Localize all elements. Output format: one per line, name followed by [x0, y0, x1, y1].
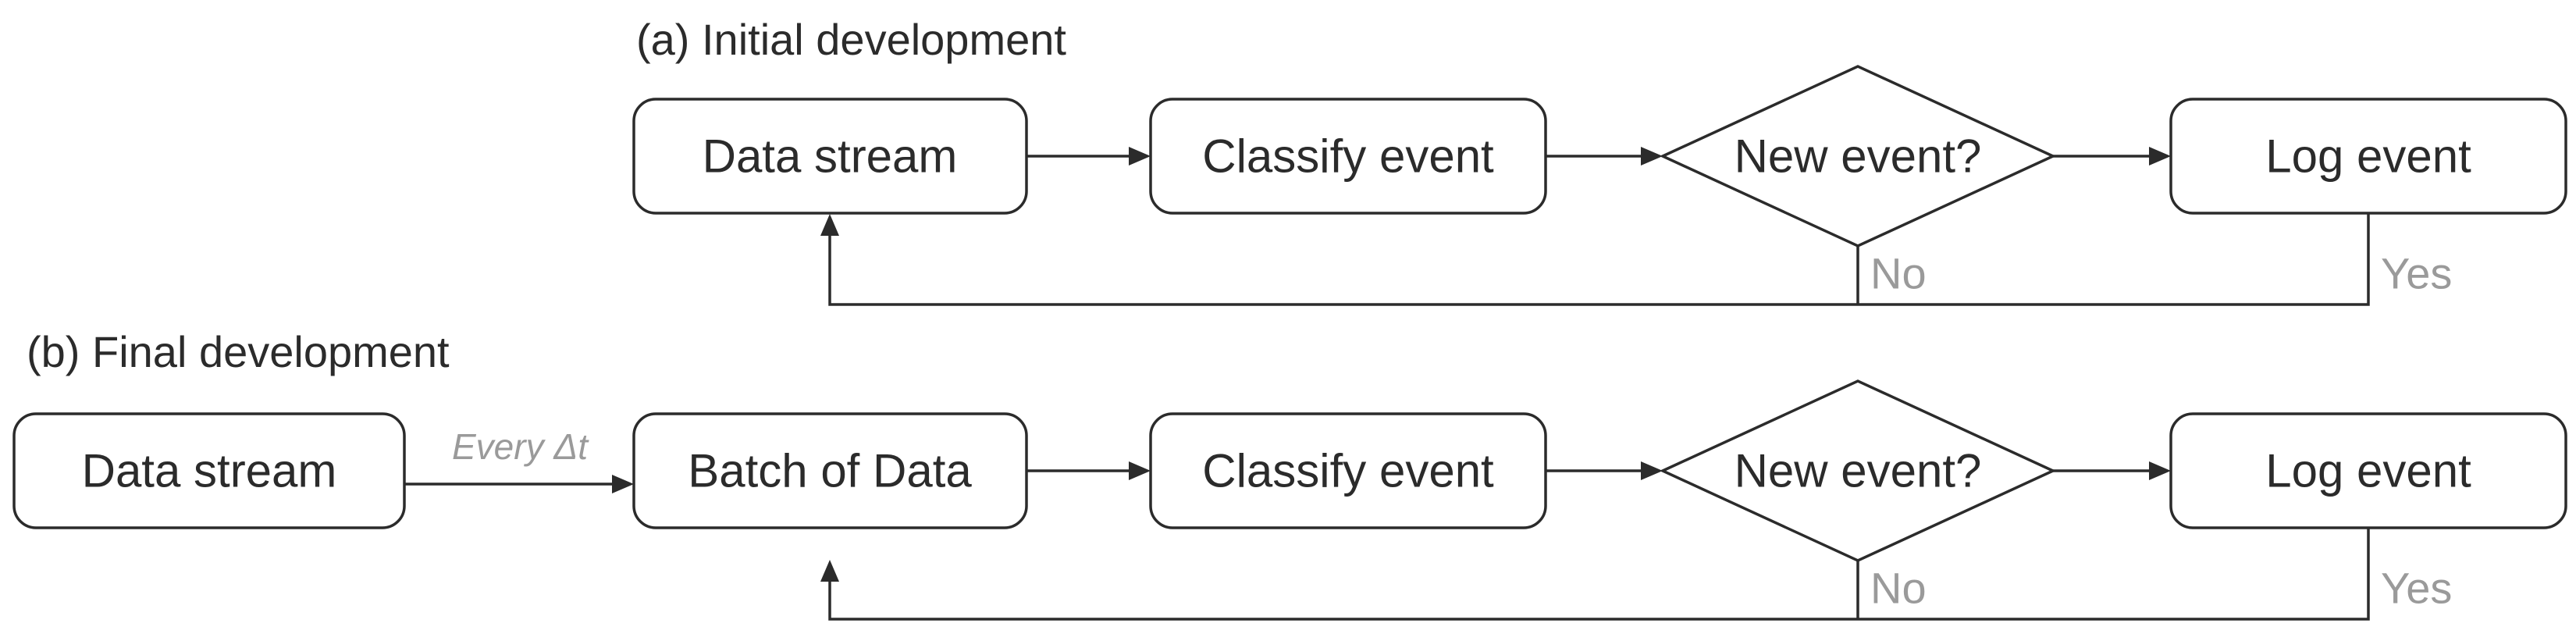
flow-b-node-new-event-decision: New event? — [1659, 379, 2057, 562]
flow-a-node-new-event-decision: New event? — [1659, 65, 2057, 247]
flow-b-feedback-loop — [820, 528, 2370, 621]
flow-a-node-data-stream: Data stream — [632, 98, 1028, 215]
flow-b-every-dt-label: Every Δt — [452, 426, 589, 467]
flow-b-arrow-classify-to-decision — [1546, 461, 1663, 480]
flow-a-node-log-event: Log event — [2169, 98, 2567, 215]
flow-a-feedback-loop — [820, 213, 2370, 306]
flow-b-classify-event-label: Classify event — [1202, 445, 1494, 497]
flow-a-classify-event-label: Classify event — [1202, 130, 1494, 183]
flow-a-decision-label: New event? — [1735, 130, 1982, 183]
flow-b-arrow-batch-to-classify — [1026, 461, 1151, 480]
flow-b-node-log-event: Log event — [2169, 412, 2567, 529]
flow-a-branch-yes-label: Yes — [2381, 249, 2452, 298]
flow-b: (b) Final development Data stream Batch … — [12, 327, 2567, 621]
flow-a: (a) Initial development Data stream Clas… — [632, 15, 2567, 306]
flow-b-branch-yes-label: Yes — [2381, 564, 2452, 613]
flow-a-arrow-classify-to-decision — [1546, 147, 1663, 166]
flow-b-batch-of-data-label: Batch of Data — [688, 445, 972, 497]
flow-b-branch-no-label: No — [1870, 564, 1927, 613]
flow-a-log-event-label: Log event — [2265, 130, 2471, 183]
flow-a-arrow-decision-to-log — [2053, 147, 2171, 166]
flow-b-data-stream-box — [12, 412, 406, 529]
flow-a-branch-no-label: No — [1870, 249, 1927, 298]
flow-b-node-batch-of-data: Batch of Data — [632, 412, 1028, 529]
flow-b-log-event-label: Log event — [2265, 445, 2471, 497]
flow-b-decision-label: New event? — [1735, 445, 1982, 497]
flow-a-node-classify-event: Classify event — [1149, 98, 1547, 215]
flow-a-arrow-data-to-classify — [1026, 147, 1151, 166]
flow-b-node-classify-event: Classify event — [1149, 412, 1547, 529]
flow-b-node-data-stream: Data stream — [12, 412, 406, 529]
flow-a-data-stream-label: Data stream — [703, 130, 958, 183]
flow-b-arrow-stream-to-batch — [404, 475, 634, 493]
flow-b-title: (b) Final development — [27, 327, 450, 376]
flow-b-arrow-decision-to-log — [2053, 461, 2171, 480]
flow-a-title: (a) Initial development — [636, 15, 1066, 64]
flow-b-data-stream-label: Data stream — [82, 445, 337, 497]
